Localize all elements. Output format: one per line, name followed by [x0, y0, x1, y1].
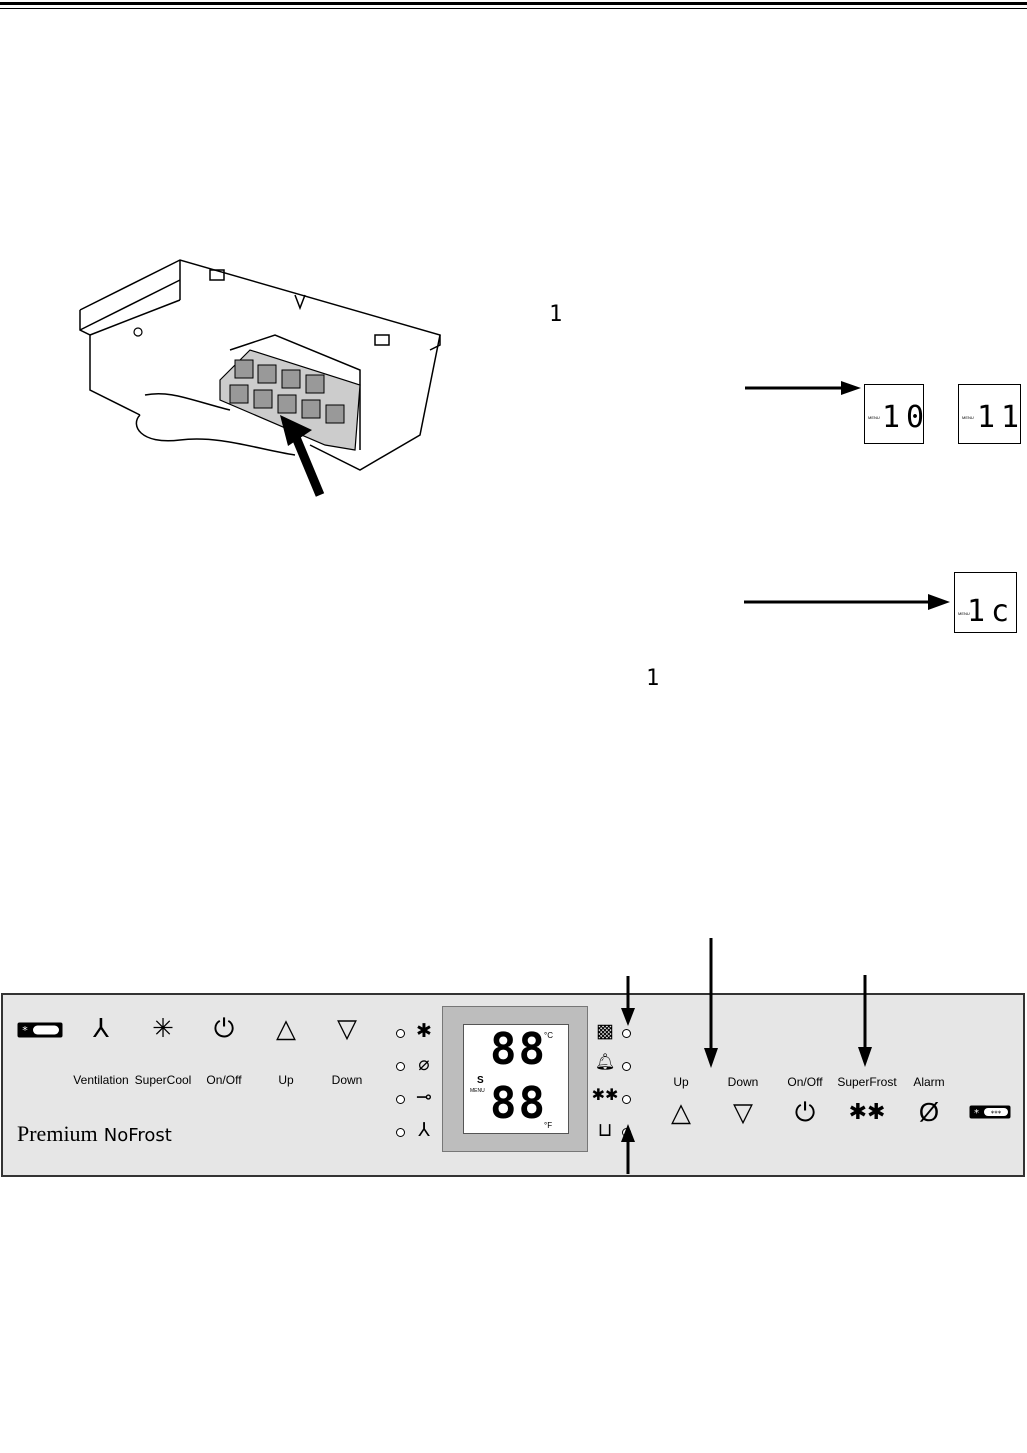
- ventilation-label: Ventilation: [73, 1073, 129, 1087]
- step-digit-b: 1: [646, 666, 660, 691]
- snowflake-icon: ✱: [416, 1021, 432, 1042]
- svg-text:*: *: [974, 1108, 979, 1119]
- temperature-display: 88 °C S MENU 88 °F: [442, 1006, 588, 1152]
- svg-text:*: *: [22, 1024, 28, 1037]
- bottom-digits: 88: [490, 1078, 547, 1129]
- indicator-led-alarm: [622, 1062, 631, 1071]
- alarm-off-icon[interactable]: Ø: [918, 1097, 940, 1127]
- unit-fahrenheit: °F: [544, 1121, 553, 1130]
- ice-cube-icon: [133, 327, 143, 337]
- supercool-label: SuperCool: [134, 1073, 192, 1087]
- indicator-led-ventilation: [396, 1128, 405, 1137]
- control-panel: * ⅄ Ventilation ✳ SuperCool ⏻ On/Off △ U…: [1, 993, 1025, 1177]
- fan-icon[interactable]: ⅄: [93, 1013, 109, 1043]
- bell-icon: 🔔︎: [594, 1054, 616, 1071]
- menu-screen-10: MENU 10: [864, 384, 924, 444]
- alarm-label: Alarm: [913, 1075, 945, 1089]
- fan-icon: ⅄: [418, 1120, 430, 1141]
- display-menu-label: MENU: [470, 1088, 485, 1094]
- triangle-down-icon[interactable]: ▽: [337, 1013, 357, 1043]
- water-container-icon: ⊔: [597, 1120, 613, 1141]
- freezer-compartment-badge: * ***: [969, 1105, 1011, 1119]
- triangle-down-icon[interactable]: ▽: [733, 1097, 753, 1127]
- brand-name: Premium: [17, 1121, 98, 1146]
- ice-maker-icon: ▩: [596, 1021, 614, 1042]
- snowflake-icon[interactable]: ✳: [152, 1013, 174, 1043]
- double-snowflake-icon[interactable]: ✱✱: [848, 1099, 886, 1124]
- header-rule-thin: [0, 8, 1027, 9]
- indicator-led-ice-maker: [622, 1029, 631, 1038]
- pointer-arrow-superfrost: [858, 975, 872, 1067]
- step-digit-a: 1: [549, 302, 563, 327]
- up-label: Up: [278, 1073, 294, 1087]
- pointer-arrow-ice-maker-led: [621, 976, 635, 1026]
- superfrost-label: SuperFrost: [837, 1075, 897, 1089]
- triangle-up-icon[interactable]: △: [276, 1013, 296, 1043]
- menu-label: MENU: [868, 415, 880, 420]
- header-rule-thick: [0, 2, 1027, 5]
- brand-suffix: NoFrost: [103, 1125, 172, 1146]
- indicator-led-no-symbol: [396, 1062, 405, 1071]
- no-symbol-icon: ⌀: [418, 1054, 430, 1075]
- svg-text:***: ***: [991, 1110, 1002, 1118]
- menu-digits: 11: [977, 400, 1026, 435]
- power-icon[interactable]: ⏻: [794, 1097, 816, 1127]
- brand-logo: Premium NoFrost: [17, 1121, 172, 1147]
- indicator-led-key: [396, 1095, 405, 1104]
- ice-maker-illustration: [79, 259, 441, 497]
- pointer-arrow-menu-1c: [744, 594, 950, 610]
- fridge-compartment-badge: *: [17, 1022, 63, 1038]
- lcd-screen: 88 °C S MENU 88 °F: [463, 1024, 569, 1134]
- power-icon[interactable]: ⏻: [213, 1013, 235, 1043]
- on-off-label: On/Off: [206, 1073, 242, 1087]
- pointer-arrow-menu-10: [745, 381, 861, 395]
- on-off-label: On/Off: [787, 1075, 823, 1089]
- menu-label: MENU: [958, 611, 970, 616]
- down-label: Down: [727, 1075, 759, 1089]
- menu-screen-11: MENU 11: [958, 384, 1021, 444]
- pointer-arrow-up-down: [704, 938, 718, 1068]
- menu-screen-1c: MENU 1c: [954, 572, 1017, 633]
- unit-celsius: °C: [544, 1031, 553, 1040]
- pointer-arrow-water-led: [621, 1124, 635, 1174]
- up-label: Up: [673, 1075, 689, 1089]
- menu-label: MENU: [962, 415, 974, 420]
- indicator-led-supercool: [396, 1029, 405, 1038]
- double-snowflake-icon: ✱✱: [591, 1087, 619, 1104]
- key-icon: ⊸: [416, 1087, 432, 1108]
- down-label: Down: [331, 1073, 363, 1087]
- s-label: S: [477, 1075, 484, 1086]
- menu-digits: 10: [882, 400, 931, 435]
- top-digits: 88: [490, 1024, 547, 1075]
- triangle-up-icon[interactable]: △: [671, 1097, 691, 1127]
- indicator-led-superfrost: [622, 1095, 631, 1104]
- menu-digits: 1c: [967, 594, 1016, 629]
